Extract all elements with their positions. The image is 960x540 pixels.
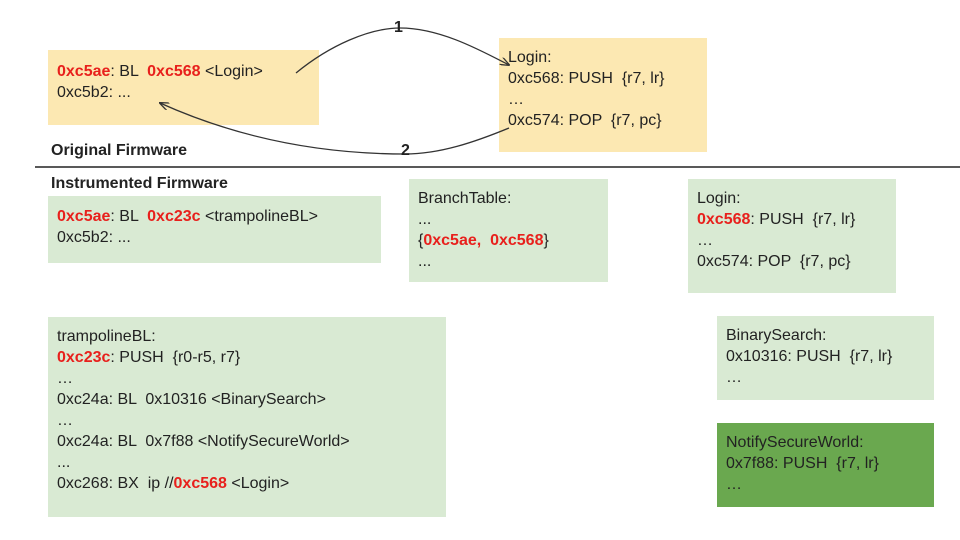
highlighted-address: 0xc5ae [57,208,111,225]
code-line: 0xc268: BX ip //0xc568 <Login> [57,473,437,494]
code-line: … [726,474,925,495]
code-text: 0xc574: POP {r7, pc} [697,253,851,270]
highlighted-address: 0xc23c [147,208,201,225]
code-line: … [57,410,437,431]
code-line: {0xc5ae, 0xc568} [418,230,599,251]
highlighted-address: 0xc568 [147,63,201,80]
code-text: ... [418,211,432,228]
code-line: … [508,89,698,110]
code-text: 0x10316: PUSH {r7, lr} [726,348,893,365]
code-text: 0xc268: BX ip // [57,475,174,492]
code-line: 0xc574: POP {r7, pc} [508,110,698,131]
code-line: … [726,367,925,388]
highlighted-address: 0xc5ae, 0xc568 [423,232,544,249]
code-line: ... [418,209,599,230]
code-text: Login: [508,49,552,66]
code-text: <trampolineBL> [200,208,318,225]
code-line: ... [418,251,599,272]
highlighted-address: 0xc5ae [57,63,111,80]
code-line: ... [57,452,437,473]
code-text: BinarySearch: [726,327,827,344]
code-line: 0xc568: PUSH {r7, lr} [508,68,698,89]
code-line: 0x10316: PUSH {r7, lr} [726,346,925,367]
code-line: 0xc5b2: ... [57,227,372,248]
code-text: ... [418,253,432,270]
code-line: Login: [508,47,698,68]
instrumented-firmware-label: Instrumented Firmware [51,175,228,192]
code-text: ... [57,454,71,471]
code-text: … [508,91,524,108]
code-text: 0xc5b2: ... [57,84,131,101]
code-line: BinarySearch: [726,325,925,346]
code-line: BranchTable: [418,188,599,209]
return-arrow-label: 2 [401,142,410,159]
binary-search-box: BinarySearch: 0x10316: PUSH {r7, lr} … [717,316,934,400]
code-text: … [726,369,742,386]
instrumented-caller-box: 0xc5ae: BL 0xc23c <trampolineBL> 0xc5b2: … [48,196,381,263]
code-line: 0x7f88: PUSH {r7, lr} [726,453,925,474]
code-line: Login: [697,188,887,209]
code-text: } [543,232,549,249]
call-arrow [295,27,509,74]
code-text: <Login> [200,63,263,80]
code-text: <Login> [226,475,290,492]
code-text: … [57,412,73,429]
trampoline-box: trampolineBL: 0xc23c: PUSH {r0-r5, r7} … 0x… [48,317,446,517]
code-line: 0xc5ae: BL 0xc568 <Login> [57,61,310,82]
code-line: … [57,368,437,389]
code-text: 0xc574: POP {r7, pc} [508,112,662,129]
original-login-box: Login: 0xc568: PUSH {r7, lr} … 0xc574: POP … [499,38,707,152]
return-arrow [160,103,510,155]
highlighted-address: 0xc23c [57,349,111,366]
code-text: : BL [110,63,148,80]
branch-table-box: BranchTable:... {0xc5ae, 0xc568}... [409,179,608,282]
highlighted-address: 0xc568 [173,475,227,492]
code-text: … [57,370,73,387]
section-divider [35,166,960,168]
code-line: 0xc5ae: BL 0xc23c <trampolineBL> [57,206,372,227]
code-text: 0xc568: PUSH {r7, lr} [508,70,665,87]
code-text: 0xc24a: BL 0x7f88 <NotifySecureWorld> [57,433,350,450]
highlighted-address: 0xc568 [697,211,751,228]
code-text: 0x7f88: PUSH {r7, lr} [726,455,879,472]
code-text: … [697,232,713,249]
code-text: : BL [110,208,148,225]
code-line: 0xc574: POP {r7, pc} [697,251,887,272]
code-text: BranchTable: [418,190,512,207]
notify-secure-world-box: NotifySecureWorld: 0x7f88: PUSH {r7, lr} … [717,423,934,507]
code-text: 0xc5b2: ... [57,229,131,246]
code-line: trampolineBL: [57,326,437,347]
instrumented-login-box: Login: 0xc568: PUSH {r7, lr} … 0xc574: POP … [688,179,896,293]
code-text: trampolineBL: [57,328,156,345]
code-text: { [418,232,424,249]
call-arrow-label: 1 [394,19,403,36]
code-text: 0xc24a: BL 0x10316 <BinarySearch> [57,391,326,408]
code-line: 0xc5b2: ... [57,82,310,103]
code-text: … [726,476,742,493]
original-firmware-label: Original Firmware [51,142,188,159]
code-line: 0xc24a: BL 0x10316 <BinarySearch> [57,389,437,410]
code-line: … [697,230,887,251]
code-text: Login: [697,190,741,207]
code-line: NotifySecureWorld: [726,432,925,453]
code-line: 0xc24a: BL 0x7f88 <NotifySecureWorld> [57,431,437,452]
code-text: NotifySecureWorld: [726,434,864,451]
code-text: : PUSH {r7, lr} [750,211,856,228]
code-text: : PUSH {r0-r5, r7} [110,349,241,366]
code-line: 0xc568: PUSH {r7, lr} [697,209,887,230]
code-line: 0xc23c: PUSH {r0-r5, r7} [57,347,437,368]
